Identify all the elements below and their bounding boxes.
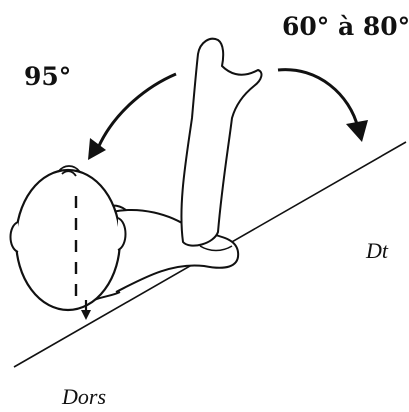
- arrowhead-right: [346, 120, 368, 142]
- angle-label-95: 95°: [24, 62, 71, 91]
- head: [16, 170, 120, 310]
- rotation-arrow-left: [98, 74, 176, 148]
- side-label-dt: Dt: [366, 238, 388, 264]
- left-ear: [11, 222, 19, 252]
- rotation-arrow-right: [278, 70, 358, 128]
- angle-label-60-80: 60° à 80°: [282, 12, 409, 41]
- forearm: [181, 39, 261, 246]
- side-label-dors: Dors: [62, 384, 106, 410]
- arrowhead-left: [88, 138, 106, 160]
